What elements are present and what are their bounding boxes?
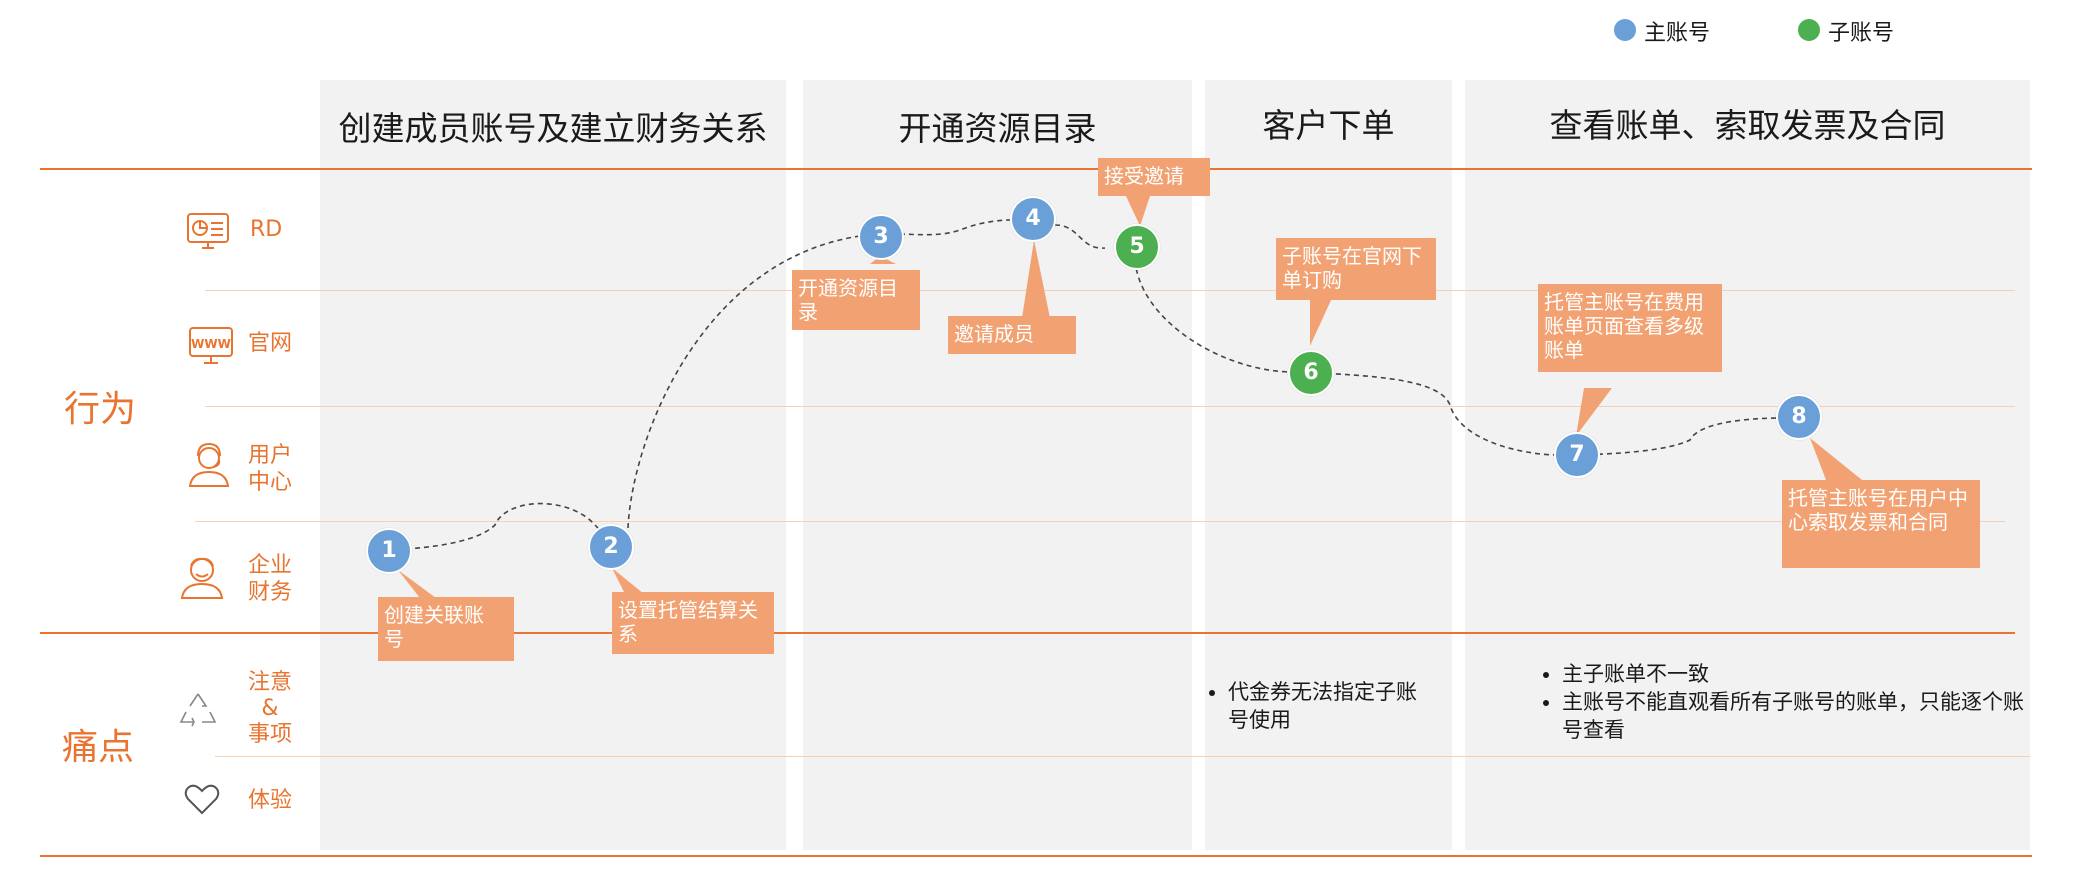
step-circle-7: 7 bbox=[1554, 432, 1600, 478]
stage-column-3 bbox=[1205, 80, 1452, 850]
role-experience: 体验 bbox=[248, 788, 293, 813]
legend-sub-label: 子账号 bbox=[1828, 21, 1895, 46]
step-circle-2: 2 bbox=[588, 524, 634, 570]
finance-person-icon bbox=[180, 557, 224, 599]
stage-column-2 bbox=[803, 80, 1192, 850]
pain-bill-item: 主账号不能直观看所有子账号的账单，只能逐个账号查看 bbox=[1562, 688, 2024, 744]
role-notice: 注意 & 事项 bbox=[248, 670, 292, 748]
stage-title-2: 开通资源目录 bbox=[898, 109, 1097, 148]
legend-sub-dot bbox=[1798, 19, 1820, 41]
row-divider-usercenter bbox=[195, 521, 2005, 522]
row-divider-website bbox=[205, 406, 2015, 407]
pain-order-item: 代金券无法指定子账号使用 bbox=[1228, 678, 1430, 734]
callout-step-2: 设置托管结算关系 bbox=[612, 592, 774, 654]
svg-text:WWW: WWW bbox=[191, 337, 231, 351]
step-circle-8: 8 bbox=[1776, 394, 1822, 440]
stage-column-1 bbox=[320, 80, 786, 850]
role-user-center: 用户 中心 bbox=[248, 442, 292, 496]
monitor-chart-icon bbox=[187, 213, 229, 249]
callout-step-8: 托管主账号在用户中心索取发票和合同 bbox=[1782, 480, 1980, 568]
role-notice-line2: & bbox=[261, 696, 279, 721]
step-circle-5: 5 bbox=[1114, 224, 1160, 270]
role-notice-line1: 注意 bbox=[248, 670, 293, 695]
row-divider-rd bbox=[205, 290, 2015, 291]
role-rd: RD bbox=[250, 217, 283, 242]
www-monitor-icon: WWW bbox=[189, 327, 233, 364]
callout-step-7: 托管主账号在费用账单页面查看多级账单 bbox=[1538, 284, 1722, 372]
role-user-center-line2: 中心 bbox=[248, 470, 293, 495]
pain-bill-item: 主子账单不一致 bbox=[1562, 660, 2024, 688]
header-divider bbox=[40, 168, 2032, 170]
callout-step-4: 邀请成员 bbox=[948, 316, 1076, 354]
role-user-center-line1: 用户 bbox=[248, 443, 293, 468]
callout-step-6: 子账号在官网下单订购 bbox=[1276, 238, 1436, 300]
section-behavior: 行为 bbox=[64, 389, 137, 430]
legend-main-label: 主账号 bbox=[1644, 21, 1711, 46]
support-person-icon bbox=[188, 442, 230, 487]
role-finance: 企业 财务 bbox=[248, 552, 292, 606]
recycle-icon bbox=[179, 693, 217, 727]
role-website: 官网 bbox=[248, 331, 293, 356]
pain-order-list: 代金券无法指定子账号使用 bbox=[1200, 678, 1430, 734]
role-finance-line1: 企业 bbox=[248, 553, 293, 578]
stage-title-4: 查看账单、索取发票及合同 bbox=[1549, 106, 1946, 145]
step-circle-6: 6 bbox=[1288, 350, 1334, 396]
step-circle-4: 4 bbox=[1010, 196, 1056, 242]
callout-step-1: 创建关联账号 bbox=[378, 597, 514, 661]
bottom-divider bbox=[40, 855, 2032, 857]
pain-order: 代金券无法指定子账号使用 bbox=[1200, 678, 1430, 734]
callout-step-3: 开通资源目录 bbox=[792, 270, 920, 330]
stage-title-3: 客户下单 bbox=[1262, 106, 1395, 145]
row-divider-notice bbox=[215, 756, 2030, 757]
stage-title-1: 创建成员账号及建立财务关系 bbox=[338, 109, 768, 148]
step-circle-1: 1 bbox=[366, 528, 412, 574]
role-finance-line2: 财务 bbox=[248, 580, 293, 605]
step-circle-3: 3 bbox=[858, 214, 904, 260]
pain-bill: 主子账单不一致 主账号不能直观看所有子账号的账单，只能逐个账号查看 bbox=[1534, 660, 2024, 744]
pain-bill-list: 主子账单不一致 主账号不能直观看所有子账号的账单，只能逐个账号查看 bbox=[1534, 660, 2024, 744]
callout-step-5: 接受邀请 bbox=[1098, 158, 1210, 196]
section-divider bbox=[40, 632, 2015, 634]
role-notice-line3: 事项 bbox=[248, 722, 293, 747]
section-pain: 痛点 bbox=[62, 727, 135, 768]
legend-main-dot bbox=[1614, 19, 1636, 41]
heart-icon bbox=[184, 784, 220, 815]
